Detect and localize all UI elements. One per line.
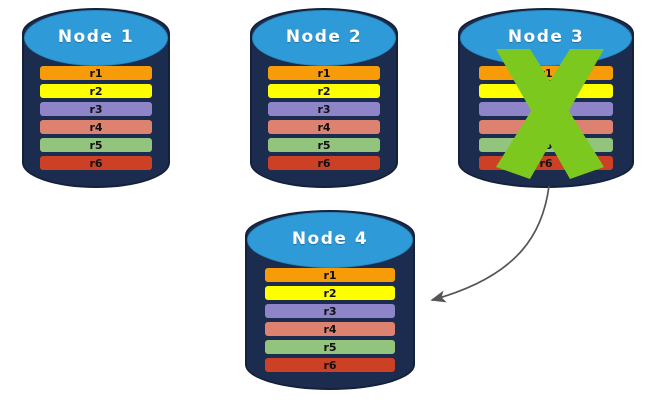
record-row[interactable]: r3: [479, 102, 613, 116]
record-row[interactable]: r3: [267, 102, 381, 116]
node-4[interactable]: Node 4 r1 r2 r3 r4 r5 r6: [245, 210, 415, 390]
record-row[interactable]: r1: [479, 66, 613, 80]
node-3[interactable]: Node 3 r1 r2 r3 r4 r5 r6: [458, 8, 634, 188]
node-1-cylinder-top: [24, 10, 168, 66]
record-row[interactable]: r2: [267, 84, 381, 98]
record-row[interactable]: r2: [479, 84, 613, 98]
record-row[interactable]: r4: [267, 120, 381, 134]
record-row[interactable]: r6: [265, 358, 395, 372]
replication-arrow-path: [430, 185, 550, 303]
record-row[interactable]: r4: [265, 322, 395, 336]
node-3-cylinder-top: [460, 10, 632, 66]
record-row[interactable]: r6: [479, 156, 613, 170]
record-row[interactable]: r3: [265, 304, 395, 318]
record-row[interactable]: r5: [479, 138, 613, 152]
node-1[interactable]: Node 1 r1 r2 r3 r4 r5 r6: [22, 8, 170, 188]
record-row[interactable]: r2: [39, 84, 153, 98]
record-row[interactable]: r5: [265, 340, 395, 354]
record-row[interactable]: r4: [479, 120, 613, 134]
record-row[interactable]: r1: [265, 268, 395, 282]
node-1-records: r1 r2 r3 r4 r5 r6: [22, 66, 170, 170]
record-row[interactable]: r1: [267, 66, 381, 80]
node-2-cylinder-top: [252, 10, 396, 66]
record-row[interactable]: r3: [39, 102, 153, 116]
record-row[interactable]: r6: [267, 156, 381, 170]
node-4-records: r1 r2 r3 r4 r5 r6: [245, 268, 415, 372]
node-4-cylinder-top: [247, 212, 413, 268]
record-row[interactable]: r4: [39, 120, 153, 134]
record-row[interactable]: r5: [267, 138, 381, 152]
record-row[interactable]: r6: [39, 156, 153, 170]
record-row[interactable]: r2: [265, 286, 395, 300]
record-row[interactable]: r5: [39, 138, 153, 152]
record-row[interactable]: r1: [39, 66, 153, 80]
node-2-records: r1 r2 r3 r4 r5 r6: [250, 66, 398, 170]
node-3-records: r1 r2 r3 r4 r5 r6: [458, 66, 634, 170]
node-2[interactable]: Node 2 r1 r2 r3 r4 r5 r6: [250, 8, 398, 188]
